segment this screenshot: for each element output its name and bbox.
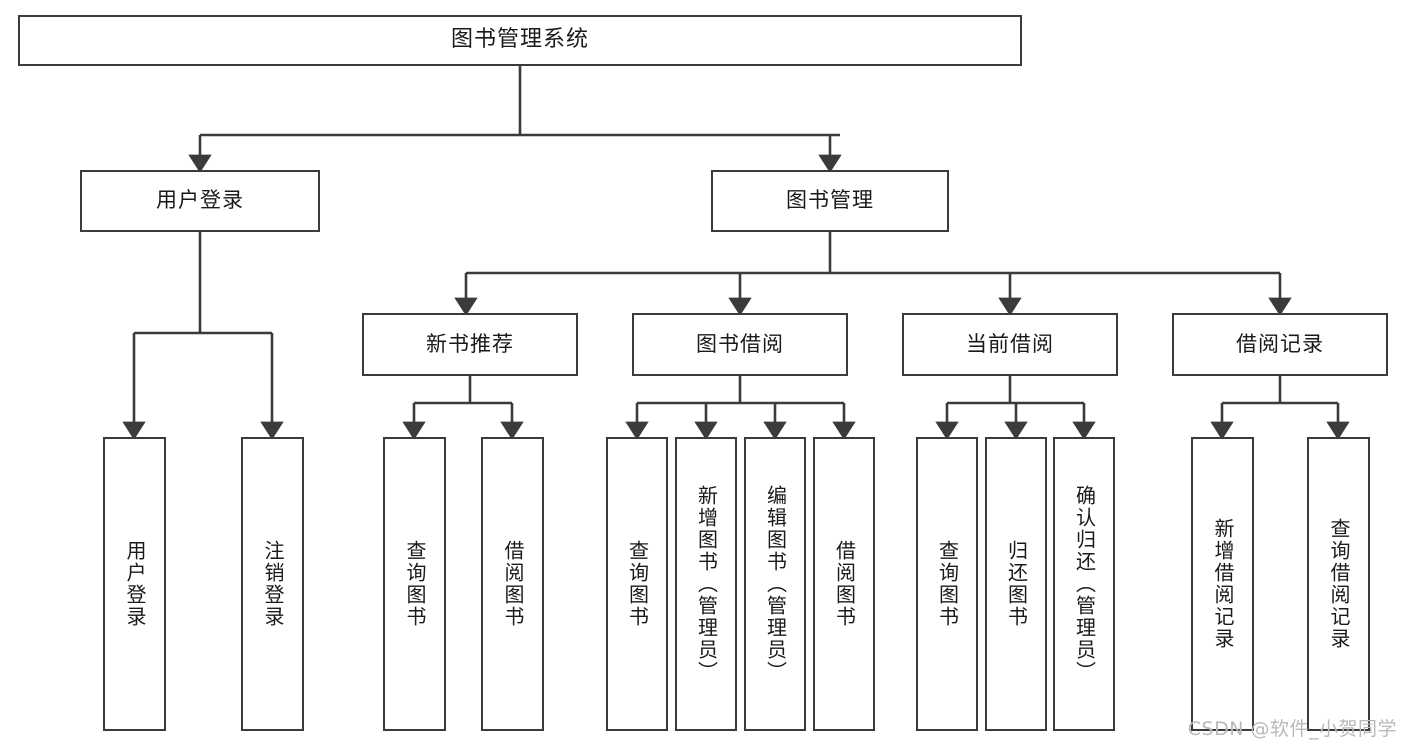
node-book-management-system[interactable]: 图书管理系统 (18, 15, 1022, 66)
node-label: 用户登录 (123, 540, 147, 628)
leaf-book-borrow-query[interactable]: 查询图书 (606, 437, 668, 731)
leaf-book-borrow-borrow[interactable]: 借阅图书 (813, 437, 875, 731)
watermark: CSDN @软件_小贺同学 (1187, 718, 1397, 740)
leaf-new-book-borrow[interactable]: 借阅图书 (481, 437, 544, 731)
node-book-borrow[interactable]: 图书借阅 (632, 313, 848, 376)
node-label: 图书借阅 (696, 331, 784, 356)
node-current-borrow[interactable]: 当前借阅 (902, 313, 1118, 376)
node-label: 借阅记录 (1236, 331, 1324, 356)
leaf-new-book-query[interactable]: 查询图书 (383, 437, 446, 731)
node-label: 查询图书 (935, 540, 960, 628)
node-label: 新增借阅记录 (1211, 518, 1235, 650)
leaf-book-borrow-edit[interactable]: 编辑图书（管理员） (744, 437, 806, 731)
node-borrow-record[interactable]: 借阅记录 (1172, 313, 1388, 376)
node-label: 借阅图书 (501, 540, 525, 628)
node-label: 归还图书 (1004, 540, 1029, 628)
leaf-borrow-record-add[interactable]: 新增借阅记录 (1191, 437, 1254, 731)
node-label: 新增图书（管理员） (694, 485, 719, 683)
node-new-book-recommend[interactable]: 新书推荐 (362, 313, 578, 376)
node-label: 查询借阅记录 (1327, 518, 1351, 650)
node-label: 图书管理 (786, 188, 874, 213)
node-book-management[interactable]: 图书管理 (711, 170, 949, 232)
node-label: 借阅图书 (832, 540, 857, 628)
node-label: 确认归还（管理员） (1072, 485, 1097, 683)
node-label: 编辑图书（管理员） (763, 485, 788, 683)
leaf-current-borrow-confirm-return[interactable]: 确认归还（管理员） (1053, 437, 1115, 731)
leaf-user-login-signout[interactable]: 注销登录 (241, 437, 304, 731)
node-label: 当前借阅 (966, 331, 1054, 356)
node-label: 图书管理系统 (450, 27, 589, 53)
node-label: 新书推荐 (426, 331, 514, 356)
leaf-current-borrow-return[interactable]: 归还图书 (985, 437, 1047, 731)
node-label: 查询图书 (403, 540, 427, 628)
leaf-book-borrow-add[interactable]: 新增图书（管理员） (675, 437, 737, 731)
node-label: 用户登录 (156, 188, 244, 213)
leaf-current-borrow-query[interactable]: 查询图书 (916, 437, 978, 731)
node-label: 注销登录 (261, 540, 285, 628)
node-label: 查询图书 (625, 540, 650, 628)
leaf-user-login-signin[interactable]: 用户登录 (103, 437, 166, 731)
leaf-borrow-record-query[interactable]: 查询借阅记录 (1307, 437, 1370, 731)
node-user-login[interactable]: 用户登录 (80, 170, 320, 232)
